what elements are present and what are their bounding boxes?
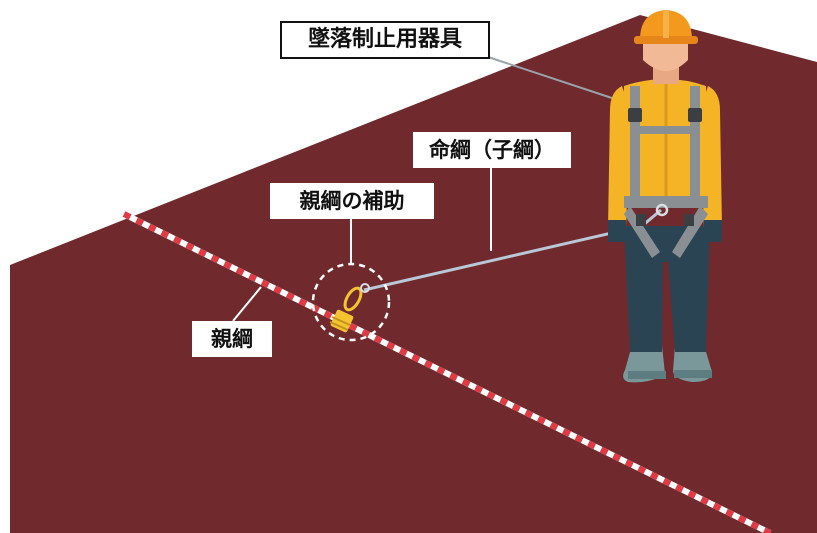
worker-figure: [608, 10, 722, 383]
label-lifeline: 命綱（子綱）: [413, 132, 571, 168]
label-aux-device: 親綱の補助: [270, 183, 434, 219]
carabiner-icon: [343, 286, 363, 312]
leader-line-harness: [487, 56, 631, 105]
helmet-icon: [634, 10, 698, 44]
pants: [624, 226, 710, 352]
harness: [624, 86, 708, 258]
leader-line-main: [232, 286, 262, 322]
label-fall-arrest-equipment: 墜落制止用器具: [280, 21, 490, 59]
label-main-rope: 親綱: [192, 321, 272, 357]
face: [643, 38, 688, 71]
rope-grab-icon: [329, 283, 370, 333]
aux-highlight-circle: [311, 262, 391, 342]
main-rope: [122, 211, 772, 533]
